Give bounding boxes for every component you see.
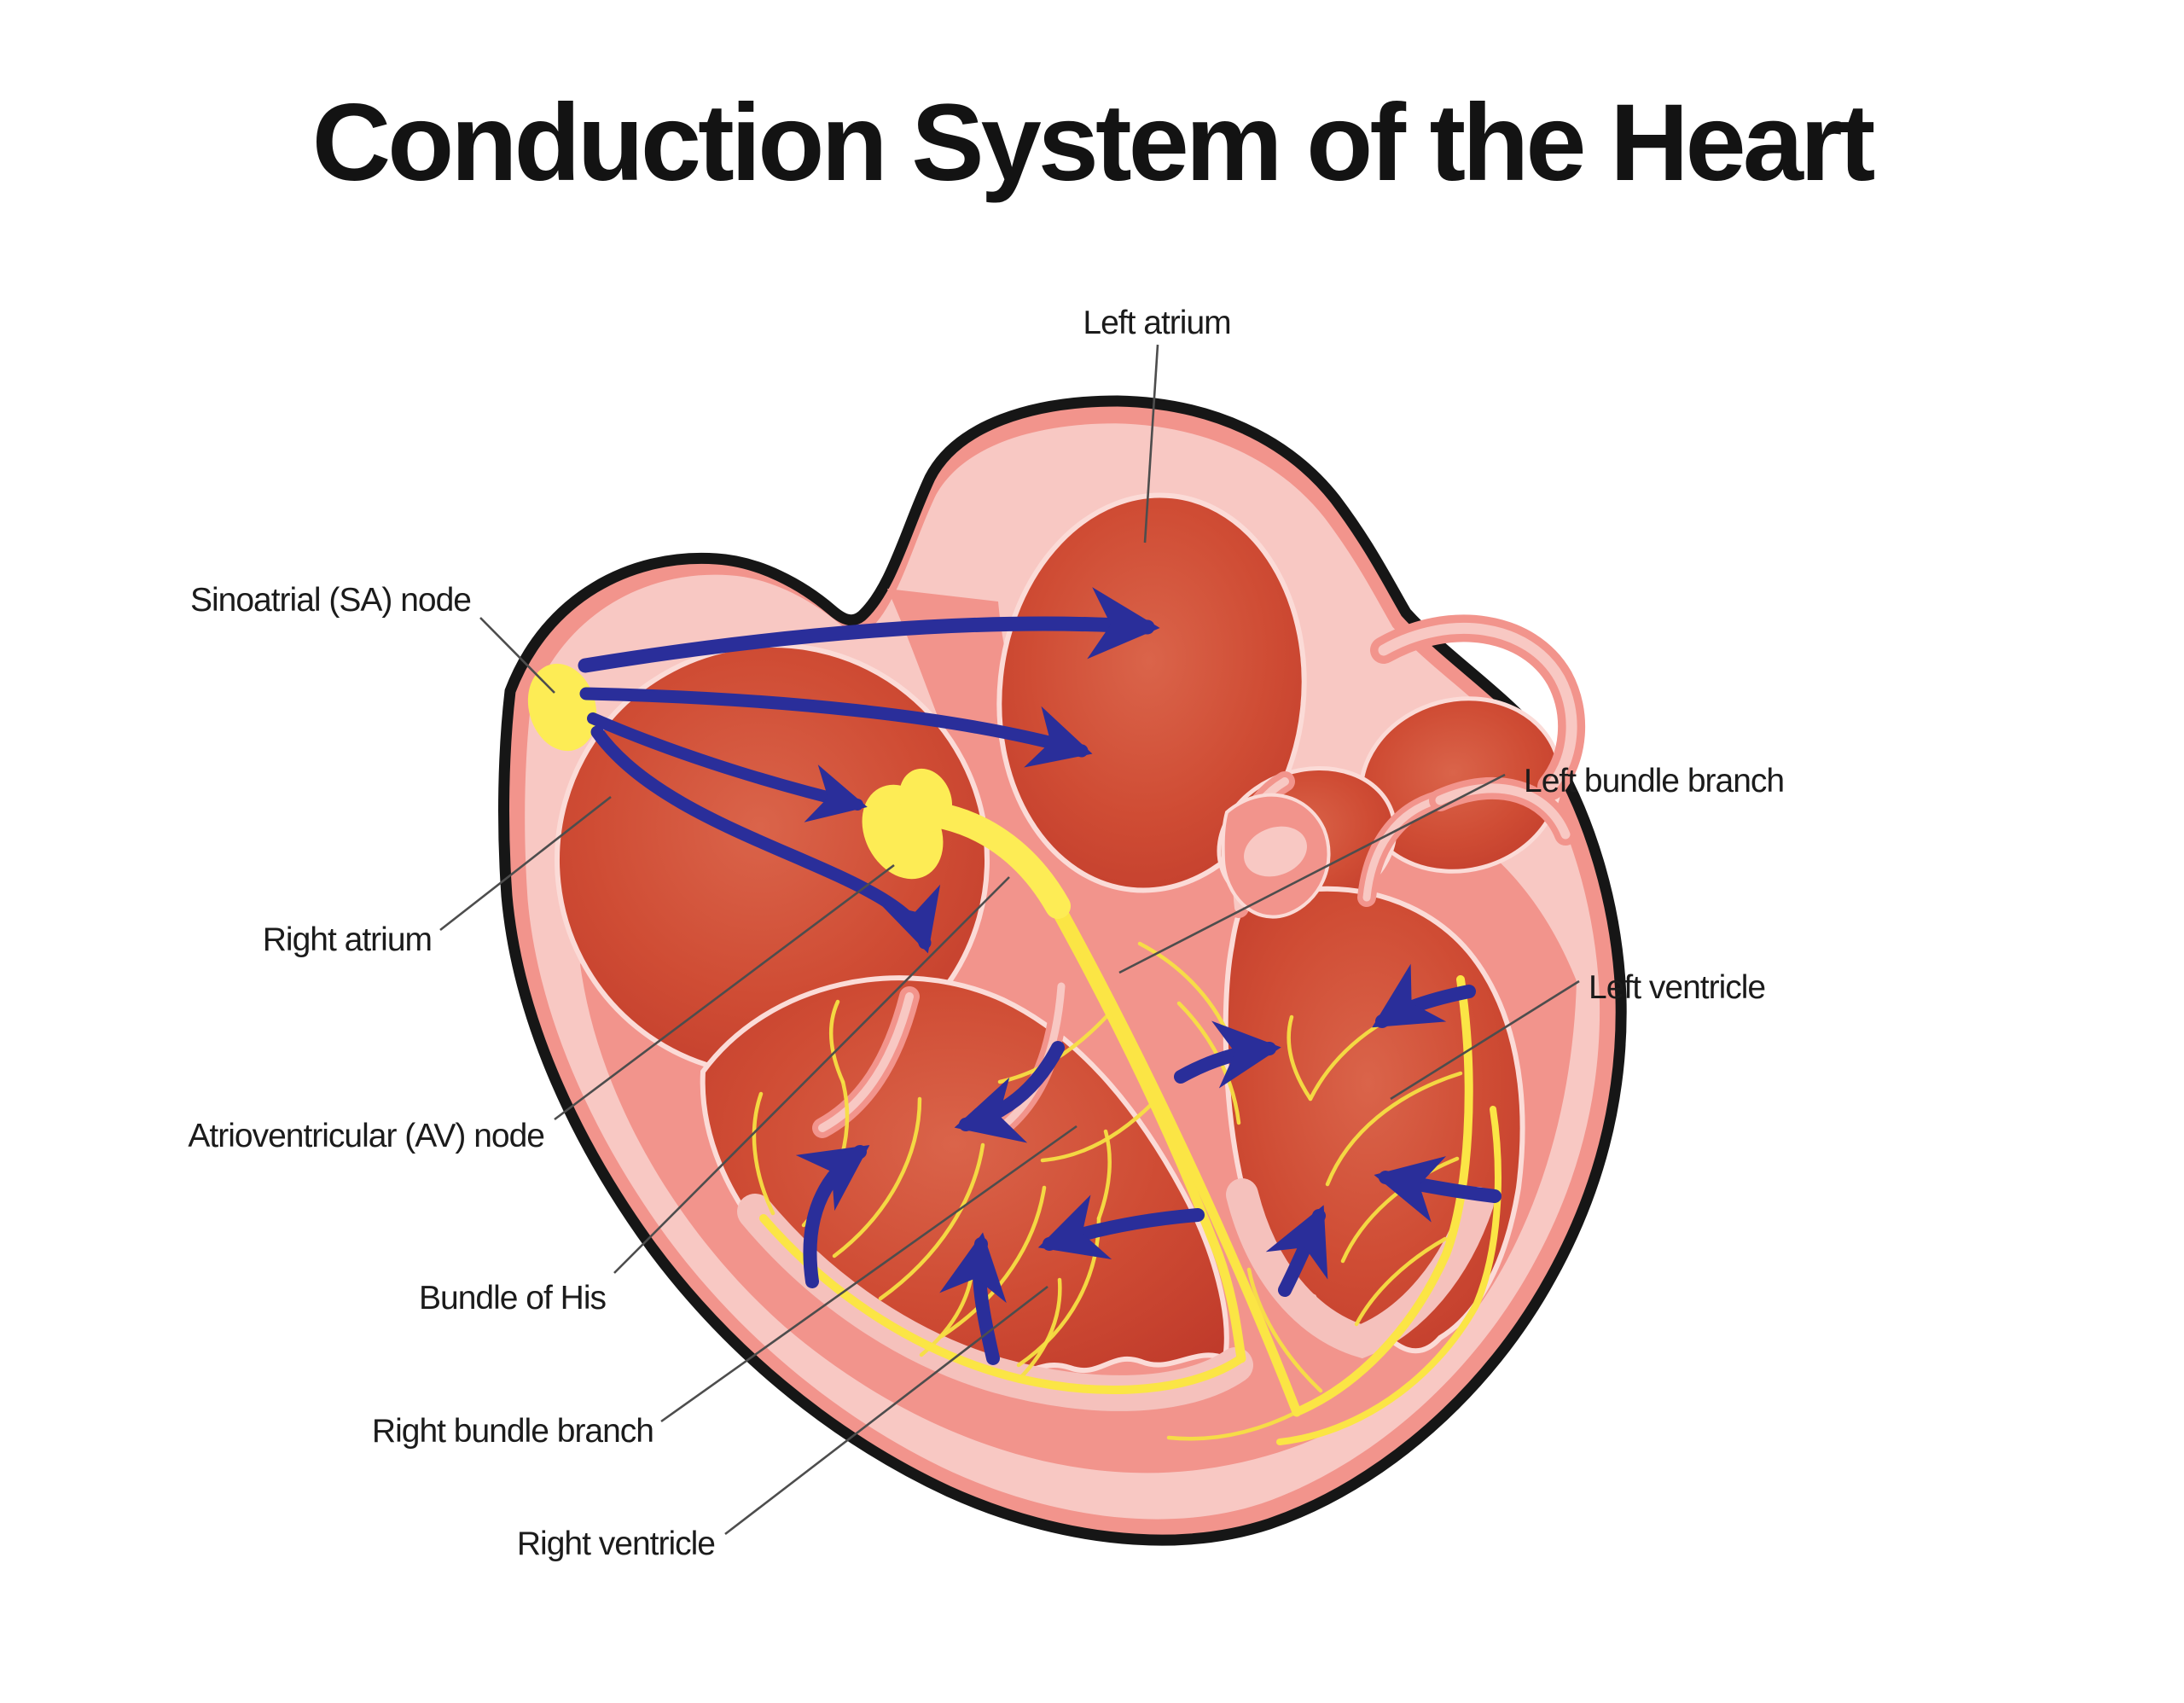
- labels: Left atrium Sinoatrial (SA) node Left bu…: [188, 305, 1785, 1562]
- left-atrium-chamber: [996, 492, 1307, 893]
- pulmonary-curl-core: [1435, 783, 1571, 840]
- sa-to-left-atrium-arrow: [578, 587, 1160, 673]
- apex-bundle-sweep: [1276, 1106, 1502, 1445]
- label-bundle-of-his: Bundle of His: [419, 1280, 606, 1316]
- lv-septal-arrow: [1174, 1020, 1281, 1089]
- tricuspid-valve-leaflet-core: [818, 992, 914, 1132]
- leader-bundle-of-his: [613, 876, 1010, 1274]
- av-node-knob: [898, 768, 953, 833]
- right-bundle-branch-path: [1046, 898, 1246, 1363]
- sa-to-atrium-floor-arrow: [590, 725, 940, 954]
- label-left-ventricle: Left ventricle: [1589, 969, 1765, 1006]
- figure-title: Conduction System of the Heart: [311, 82, 1876, 204]
- leader-av-node: [554, 863, 895, 1121]
- sa-internodal-arrow: [579, 687, 1093, 768]
- sa-to-av-node-arrow: [587, 712, 868, 822]
- lv-wall-arrow-2: [1374, 1156, 1502, 1223]
- label-sinoatrial-node: Sinoatrial (SA) node: [190, 582, 471, 619]
- leader-right-bundle-branch: [660, 1125, 1077, 1423]
- impulse-arrows: [578, 587, 1502, 1365]
- leader-right-atrium: [439, 795, 612, 932]
- right-bundle-branch-sweep: [759, 1214, 1246, 1394]
- leader-left-bundle-branch: [1118, 773, 1506, 974]
- label-left-bundle-branch: Left bundle branch: [1524, 763, 1784, 799]
- label-right-bundle-branch: Right bundle branch: [372, 1413, 653, 1450]
- rv-septal-arrow: [954, 1041, 1065, 1143]
- left-bundle-branch-wall-sweep: [1292, 975, 1473, 1416]
- sa-node: [527, 663, 597, 752]
- leader-right-ventricle: [724, 1285, 1048, 1536]
- left-bundle-branch-path: [1060, 910, 1302, 1417]
- mitral-flap-core: [1244, 826, 1307, 877]
- conduction-bundles: [527, 663, 1502, 1445]
- label-right-atrium: Right atrium: [263, 921, 432, 958]
- rv-wall-arrow-1: [795, 1145, 870, 1288]
- lv-apex-arrow: [1265, 1205, 1328, 1297]
- leader-lines: [439, 344, 1580, 1536]
- label-right-ventricle: Right ventricle: [517, 1526, 715, 1562]
- leader-left-atrium: [1143, 344, 1159, 543]
- label-atrioventricular-node: Atrioventricular (AV) node: [188, 1118, 544, 1154]
- rv-wall-arrow-2: [939, 1232, 1007, 1365]
- aorta-curl-core: [1378, 622, 1577, 793]
- leader-left-ventricle: [1390, 979, 1580, 1101]
- rv-crossing-arrow: [1037, 1194, 1205, 1259]
- label-left-atrium: Left atrium: [1083, 305, 1230, 341]
- lv-wall-arrow-1: [1372, 963, 1476, 1028]
- leader-sa-node: [479, 617, 555, 694]
